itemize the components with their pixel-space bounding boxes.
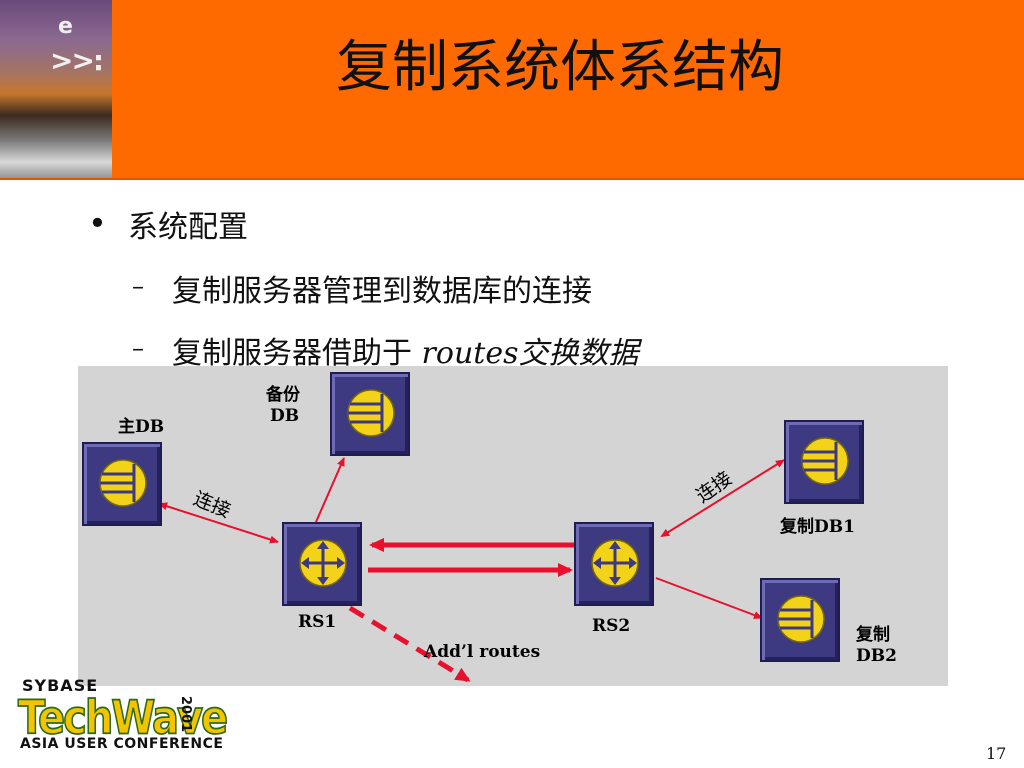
sub-bullet-marker: –	[132, 334, 144, 362]
edge-rs2-replica1	[660, 459, 785, 538]
database-disk-icon	[801, 437, 849, 485]
logo-name: TechWave	[17, 691, 229, 746]
edge-addl-routes	[348, 605, 471, 683]
primary-db-node[interactable]	[82, 442, 162, 526]
rs2-node[interactable]	[574, 522, 654, 606]
sub-bullet-2: 复制服务器借助于 routes交换数据	[172, 328, 638, 372]
replica-db1-node[interactable]	[784, 420, 864, 504]
sub-bullet-2-suffix: 交换数据	[518, 336, 639, 371]
database-disk-icon	[777, 595, 825, 643]
sub-bullet-1: 复制服务器管理到数据库的连接	[172, 274, 592, 309]
sub-bullet-marker: –	[132, 272, 144, 300]
backup-db-node[interactable]	[330, 372, 410, 456]
bullet-main: 系统配置	[128, 210, 248, 245]
replica-db2-label-line1: 复制	[856, 625, 890, 645]
sub-bullet-2-routes: routes	[421, 336, 519, 371]
backup-db-label-line2: DB	[270, 406, 300, 426]
logo-subtitle: ASIA USER CONFERENCE	[20, 736, 224, 752]
database-disk-icon	[99, 459, 147, 507]
logo-year: 2001	[178, 696, 193, 733]
page-number: 17	[986, 744, 1007, 763]
edge-primary-rs1	[158, 502, 279, 544]
edge-rs1-backup	[315, 457, 345, 523]
replica-db2-node[interactable]	[760, 578, 840, 662]
replica-db2-label-line2: DB2	[856, 646, 897, 666]
header-photo-letter: e	[58, 14, 73, 39]
header-divider	[0, 178, 1024, 180]
primary-db-label: 主DB	[118, 417, 165, 437]
replica-db1-label: 复制DB1	[780, 517, 855, 537]
slide-title: 复制系统体系结构	[336, 35, 784, 100]
rs2-label: RS2	[592, 616, 631, 636]
rs1-label: RS1	[298, 612, 337, 632]
router-icon	[591, 539, 639, 587]
header-photo	[0, 0, 112, 180]
logo-brand: SYBASE	[22, 676, 99, 695]
edge-rs2-replica2	[655, 577, 763, 619]
bullet-marker: •	[88, 204, 107, 242]
backup-db-label-line1: 备份	[266, 385, 300, 405]
edge-label-addl-routes: Add’l routes	[424, 642, 541, 662]
header-banner	[0, 0, 1024, 180]
router-icon	[299, 539, 347, 587]
database-disk-icon	[347, 389, 395, 437]
header-photo-arrows: >>:	[50, 44, 104, 77]
rs1-node[interactable]	[282, 522, 362, 606]
sub-bullet-2-prefix: 复制服务器借助于	[172, 336, 422, 371]
